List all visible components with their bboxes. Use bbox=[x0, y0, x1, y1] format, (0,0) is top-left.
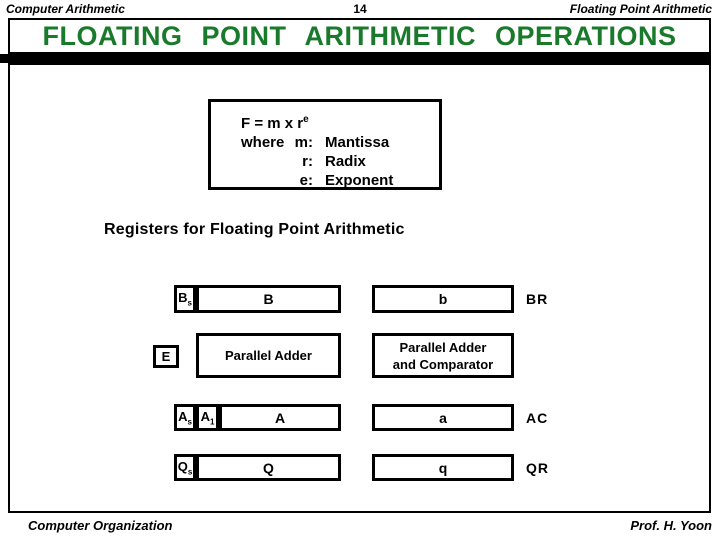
register-a1-label: A1 bbox=[200, 408, 215, 427]
footer-author: Prof. H. Yoon bbox=[630, 518, 712, 533]
register-a1-box: A1 bbox=[196, 404, 219, 431]
register-q-lower-box: q bbox=[372, 454, 514, 481]
formula-symbol-meaning: Exponent bbox=[325, 172, 394, 189]
title-underline-bar bbox=[0, 54, 711, 63]
formula-where-label bbox=[241, 171, 291, 190]
formula-definition-row: r: Radix bbox=[241, 152, 439, 171]
formula-box: F = m x re where m: Mantissa r: Radix e:… bbox=[208, 99, 442, 190]
formula-definition-row: e: Exponent bbox=[241, 171, 439, 190]
parallel-adder-comparator-box: Parallel Adder and Comparator bbox=[372, 333, 514, 378]
formula-expression: F = m x re bbox=[241, 110, 439, 133]
parallel-adder-box: Parallel Adder bbox=[196, 333, 341, 378]
register-b-box: B bbox=[196, 285, 341, 313]
formula-definition-row: where m: Mantissa bbox=[241, 133, 439, 152]
register-tag-qr: QR bbox=[526, 459, 549, 476]
section-heading: Registers for Floating Point Arithmetic bbox=[104, 221, 405, 238]
register-tag-br: BR bbox=[526, 291, 549, 307]
register-e-label: E bbox=[161, 349, 171, 364]
formula-symbol-meaning: Mantissa bbox=[325, 134, 390, 151]
formula-where-label: where bbox=[241, 134, 285, 151]
register-b-lower-label: b bbox=[438, 291, 448, 307]
parallel-adder-label: Parallel Adder bbox=[225, 348, 312, 363]
register-a-sign-box: As bbox=[174, 404, 196, 431]
formula-symbol-meaning: Radix bbox=[325, 153, 366, 170]
register-tag-ac: AC bbox=[526, 409, 549, 426]
formula-symbol: r: bbox=[302, 153, 313, 170]
formula-base: F = m x r bbox=[241, 115, 304, 132]
header-course-title: Computer Arithmetic bbox=[6, 2, 125, 16]
register-b-sign-box: Bs bbox=[174, 285, 196, 313]
header-chapter-title: Floating Point Arithmetic bbox=[569, 2, 712, 16]
register-b-lower-box: b bbox=[372, 285, 514, 313]
register-q-sign-label: Qs bbox=[177, 458, 193, 477]
register-a-lower-label: a bbox=[439, 409, 447, 426]
page-number: 14 bbox=[353, 2, 367, 16]
register-a-lower-box: a bbox=[372, 404, 514, 431]
register-q-sign-box: Qs bbox=[174, 454, 196, 481]
register-e-box: E bbox=[153, 345, 179, 368]
register-a-label: A bbox=[274, 409, 286, 426]
formula-symbol: m: bbox=[294, 134, 313, 151]
title-banner: FLOATING POINT ARITHMETIC OPERATIONS bbox=[8, 18, 711, 54]
register-a-sign-label: As bbox=[178, 408, 192, 427]
slide-title: FLOATING POINT ARITHMETIC OPERATIONS bbox=[42, 20, 677, 51]
register-a-box: A bbox=[219, 404, 341, 431]
register-q-box: Q bbox=[196, 454, 341, 481]
formula-exponent: e bbox=[303, 114, 309, 125]
formula-where-label bbox=[241, 152, 291, 171]
register-b-label: B bbox=[263, 291, 274, 307]
footer-course-name: Computer Organization bbox=[28, 518, 173, 533]
register-b-sign-label: Bs bbox=[178, 290, 192, 308]
parallel-adder-comparator-label: Parallel Adder and Comparator bbox=[392, 339, 494, 372]
formula-symbol: e: bbox=[299, 172, 313, 189]
register-q-label: Q bbox=[263, 459, 274, 476]
register-q-lower-label: q bbox=[438, 459, 448, 476]
